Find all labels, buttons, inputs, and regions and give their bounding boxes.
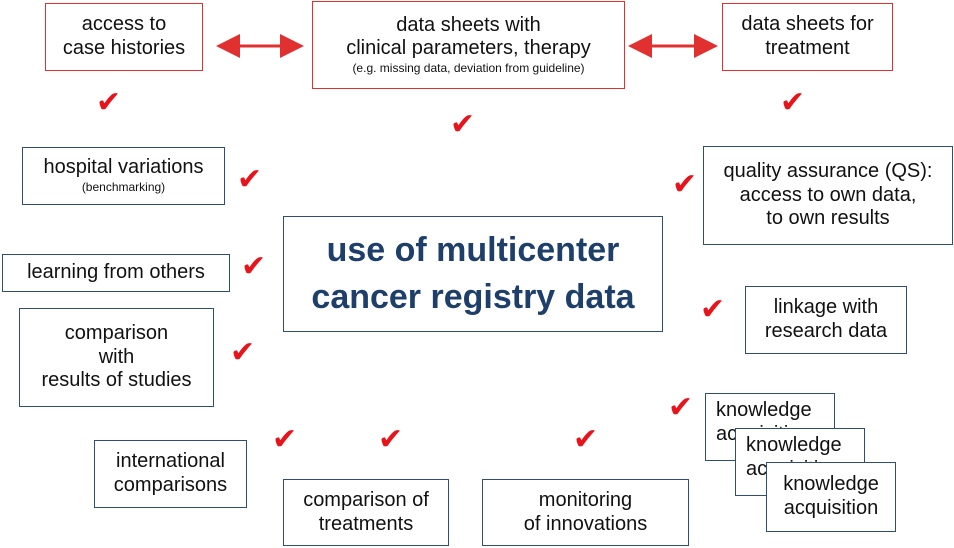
check-icon: ✔ bbox=[378, 422, 404, 457]
quality-assurance-box: quality assurance (QS): access to own da… bbox=[703, 146, 953, 245]
box-text-line: research data bbox=[764, 320, 888, 342]
box-text-line: access to own data, bbox=[739, 183, 917, 206]
box-text-line: comparison bbox=[64, 322, 169, 345]
box-text-line: results of studies bbox=[41, 369, 192, 392]
box-text-line: treatments bbox=[318, 512, 414, 535]
box-text-line: quality assurance (QS): bbox=[723, 160, 933, 183]
check-icon: ✔ bbox=[780, 85, 806, 120]
box-text-line: knowledge bbox=[716, 399, 812, 421]
hospital-variations-box: hospital variations (benchmarking) bbox=[22, 147, 225, 205]
check-icon: ✔ bbox=[230, 335, 256, 370]
box-text-line: to own results bbox=[766, 207, 890, 230]
check-icon: ✔ bbox=[272, 422, 298, 457]
learning-from-others-box: learning from others bbox=[2, 254, 230, 292]
check-icon: ✔ bbox=[96, 85, 122, 120]
box-text-line: data sheets with bbox=[396, 13, 541, 36]
international-comparisons-box: international comparisons bbox=[94, 440, 247, 508]
box-text-line: clinical parameters, therapy bbox=[346, 37, 591, 60]
monitoring-innovations-box: monitoring of innovations bbox=[482, 479, 689, 546]
box-text-line: hospital variations bbox=[43, 156, 204, 179]
check-icon: ✔ bbox=[668, 390, 694, 425]
box-note: (e.g. missing data, deviation from guide… bbox=[352, 60, 585, 75]
box-text-line: data sheets for bbox=[741, 13, 874, 36]
box-text-line: knowledge bbox=[746, 434, 842, 456]
check-icon: ✔ bbox=[672, 167, 698, 202]
comparison-studies-box: comparison with results of studies bbox=[19, 308, 214, 407]
comparison-treatments-box: comparison of treatments bbox=[283, 479, 449, 546]
central-title-line: cancer registry data bbox=[311, 278, 635, 316]
central-topic-box: use of multicenter cancer registry data bbox=[283, 216, 663, 332]
linkage-research-box: linkage with research data bbox=[745, 286, 907, 354]
central-title-line: use of multicenter bbox=[326, 231, 620, 270]
box-text-line: acquisition bbox=[783, 497, 879, 519]
data-sheets-clinical-box: data sheets with clinical parameters, th… bbox=[312, 1, 625, 89]
box-text-line: case histories bbox=[62, 37, 186, 59]
box-note: (benchmarking) bbox=[81, 180, 166, 194]
box-text-line: monitoring bbox=[538, 488, 633, 511]
box-text-line: access to bbox=[81, 13, 167, 36]
data-sheets-treatment-box: data sheets for treatment bbox=[722, 3, 893, 71]
box-text-line: learning from others bbox=[27, 261, 205, 284]
box-text-line: knowledge bbox=[783, 473, 879, 496]
box-text-line: with bbox=[98, 345, 135, 368]
box-text-line: comparison of bbox=[303, 488, 429, 511]
knowledge-acquisition-box-front: knowledge acquisition bbox=[766, 462, 896, 532]
check-icon: ✔ bbox=[700, 292, 726, 327]
access-case-histories-box: access to case histories bbox=[45, 3, 203, 71]
box-text-line: linkage with bbox=[773, 296, 879, 319]
box-text-line: international bbox=[116, 450, 225, 473]
box-text-line: treatment bbox=[765, 37, 850, 59]
check-icon: ✔ bbox=[450, 107, 476, 142]
box-text-line: of innovations bbox=[523, 512, 648, 535]
box-text-line: comparisons bbox=[113, 474, 228, 496]
check-icon: ✔ bbox=[573, 422, 599, 457]
check-icon: ✔ bbox=[241, 249, 267, 284]
check-icon: ✔ bbox=[237, 162, 263, 197]
